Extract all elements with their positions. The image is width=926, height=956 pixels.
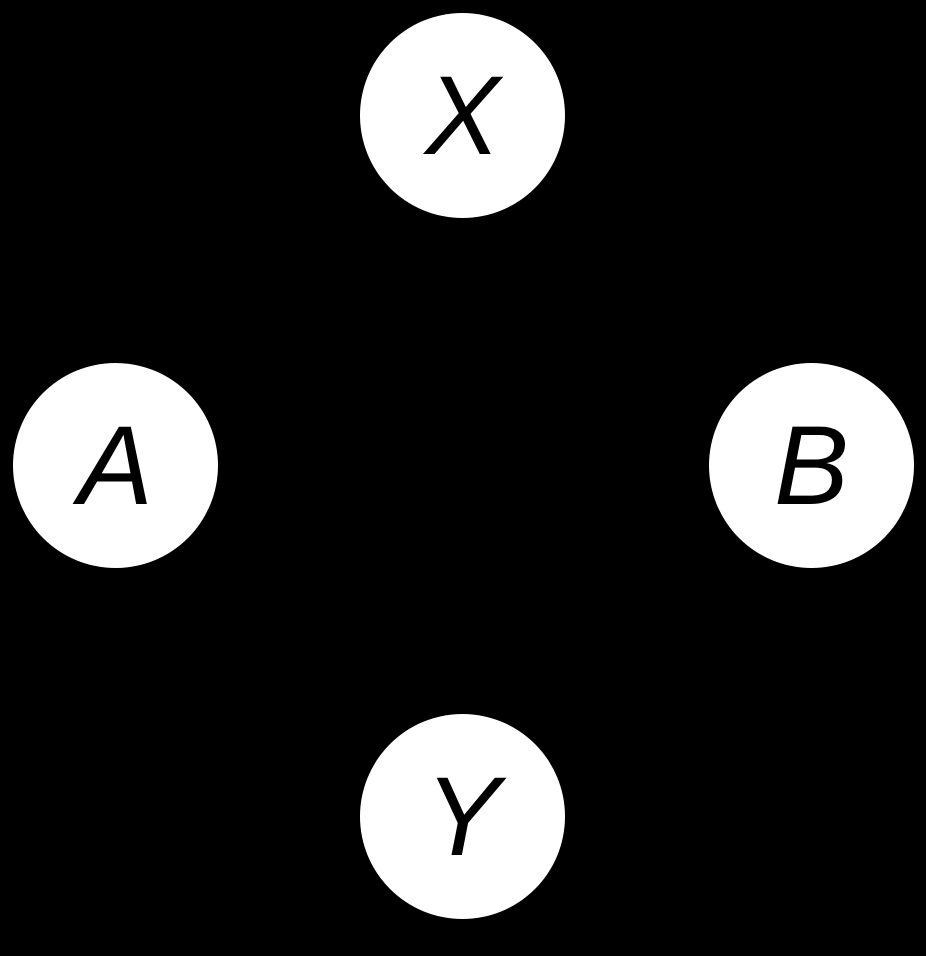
node-a[interactable]: A	[13, 363, 218, 568]
node-b[interactable]: B	[709, 363, 914, 568]
node-b-label: B	[774, 402, 849, 528]
node-y-label: Y	[425, 753, 500, 879]
node-x-label: X	[425, 52, 500, 178]
node-x[interactable]: X	[360, 13, 565, 218]
node-y[interactable]: Y	[360, 714, 565, 919]
node-a-label: A	[78, 402, 153, 528]
